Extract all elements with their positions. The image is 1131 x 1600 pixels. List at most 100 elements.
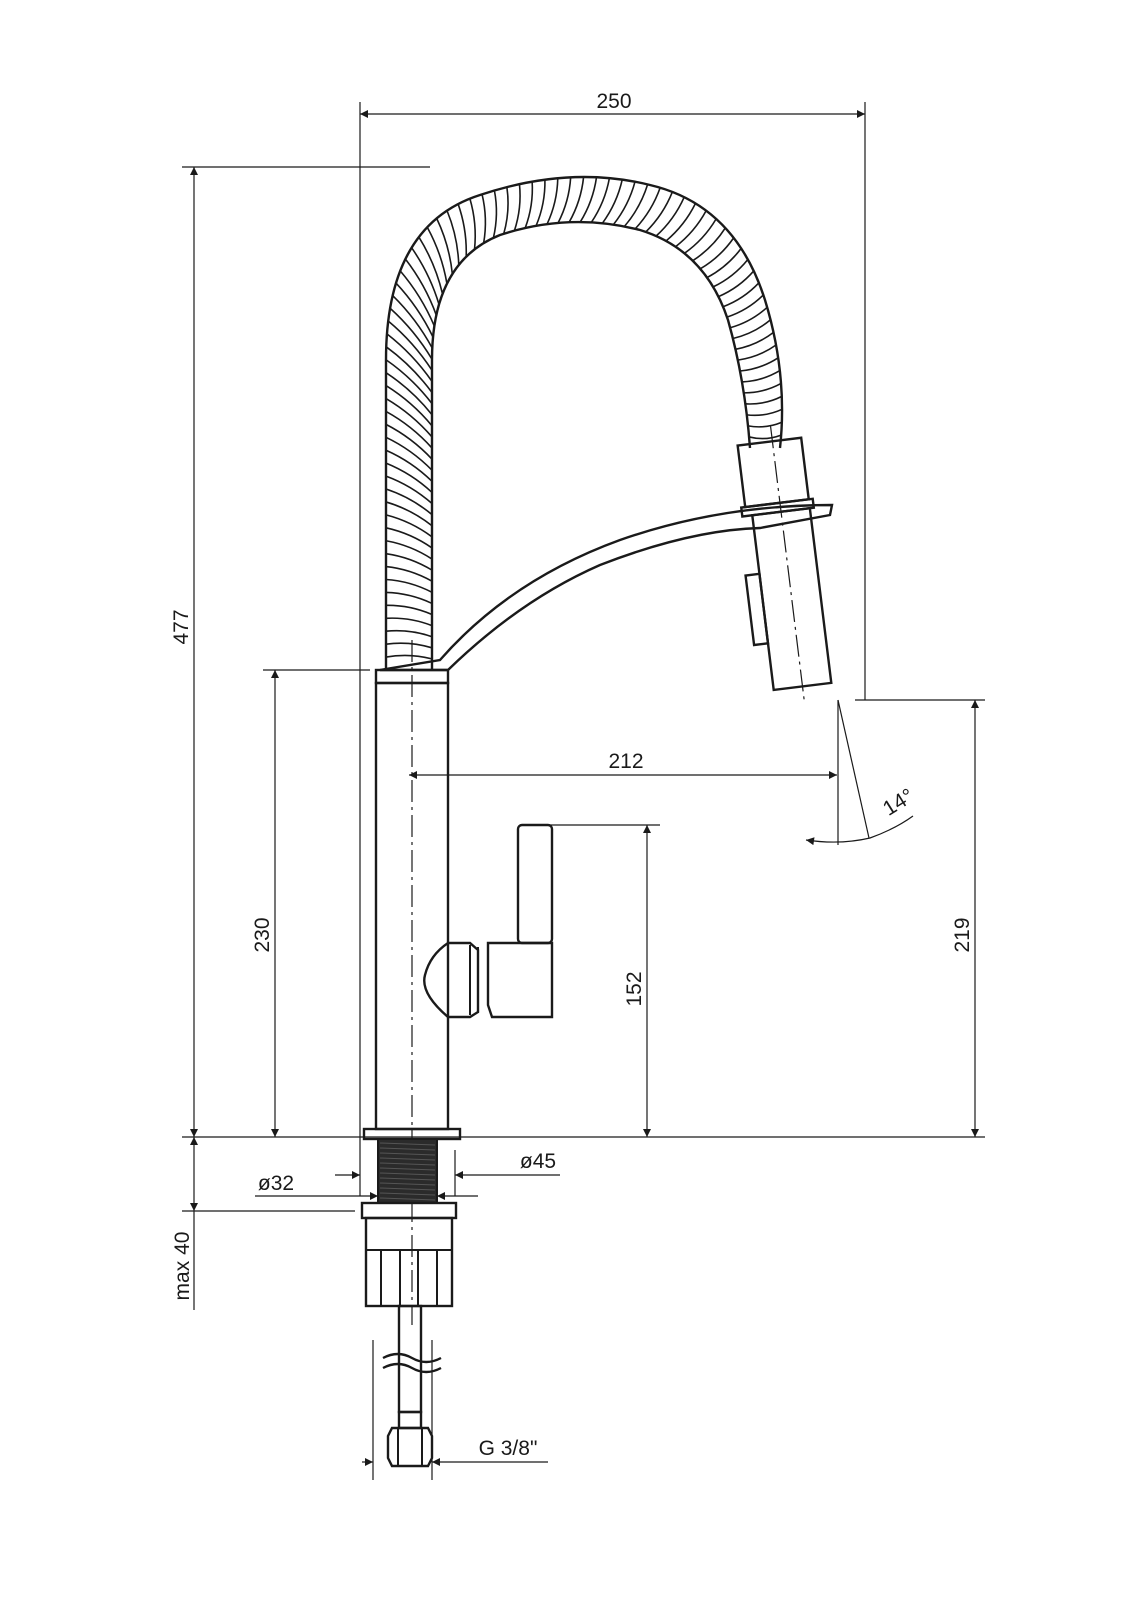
hose-coil-rib xyxy=(399,270,436,327)
hose-coil-rib xyxy=(612,181,636,226)
hose-coil-rib xyxy=(389,307,433,360)
hose-coil-rib xyxy=(665,203,697,242)
hose-coil-rib xyxy=(385,359,433,405)
hose-coil-rib xyxy=(722,282,760,308)
hose-coil-rib xyxy=(535,179,546,227)
hose-coil-rib xyxy=(385,475,433,505)
hose-coil-rib xyxy=(385,384,433,427)
hose-coil-rib xyxy=(385,346,433,394)
hose-coil-rib xyxy=(634,187,661,230)
hose-coil-rib xyxy=(385,629,433,638)
hose-coil-rib xyxy=(395,282,434,338)
label-212: 212 xyxy=(608,750,643,773)
hose-coil-rib xyxy=(568,176,585,223)
hose-outline-inner xyxy=(430,220,752,670)
supply-hose xyxy=(397,1304,423,1414)
hose-coil-rib xyxy=(699,237,735,270)
hose-coil-rib xyxy=(645,191,674,233)
label-max40: max 40 xyxy=(171,1232,194,1301)
hose-coil-rib xyxy=(385,565,433,582)
hose-coil-rib xyxy=(426,226,448,284)
hose-coil-rib xyxy=(737,344,777,361)
label-14: 14° xyxy=(879,784,918,820)
hose-coil-rib xyxy=(410,247,440,305)
spray-head-centerline xyxy=(769,426,805,700)
hose-coil-rib xyxy=(683,218,717,254)
hose-coil-rib xyxy=(743,382,782,394)
hose-coil-rib xyxy=(469,198,477,250)
label-477: 477 xyxy=(170,609,193,644)
spray-head-button xyxy=(744,572,770,647)
hose-coil-rib xyxy=(385,514,433,538)
handle-cone xyxy=(423,941,480,1019)
hose-coil-rib xyxy=(692,227,726,262)
hose-coil-rib xyxy=(385,539,433,560)
hose-coil-rib xyxy=(726,294,764,318)
shank-thread-line xyxy=(379,1157,436,1161)
hose-coil-rib xyxy=(385,552,433,571)
hose-coil-rib xyxy=(385,604,433,616)
extension-lines xyxy=(182,102,985,1480)
hose-coil-rib xyxy=(418,236,444,295)
hose-coil-rib xyxy=(745,395,783,405)
shank-thread-line xyxy=(379,1177,436,1181)
hose-coil-rib xyxy=(385,578,433,594)
hose-coil-rib xyxy=(385,617,433,627)
hose-coil-rib xyxy=(748,434,782,440)
shank-thread-line xyxy=(379,1147,436,1151)
hose-coil-rib xyxy=(385,642,433,649)
hose-coil-rib xyxy=(385,449,433,482)
hose-coil-rib xyxy=(712,258,749,288)
hose-coil-rib xyxy=(385,423,433,460)
hose-coil-rib xyxy=(590,177,611,223)
hose-coil-rib xyxy=(718,270,755,298)
supply-fitting-nut xyxy=(386,1426,434,1468)
shank-thread-line xyxy=(379,1142,436,1146)
label-o45: ø45 xyxy=(520,1150,556,1173)
spout-bracket xyxy=(379,503,834,672)
hose-coil-rib xyxy=(706,247,742,279)
hose-coil-rib xyxy=(655,196,685,237)
label-o32: ø32 xyxy=(258,1172,294,1195)
hose-coil-rib xyxy=(735,331,774,351)
hose-coil-rib xyxy=(385,372,433,416)
hose-coil-rib xyxy=(746,408,783,417)
shank-thread-line xyxy=(379,1162,436,1166)
hose-coil-rib xyxy=(385,591,433,605)
hose-coil-rib xyxy=(524,181,534,229)
hose-coil-rib xyxy=(732,319,772,340)
shank-thread-line xyxy=(379,1197,436,1201)
hose-coil-rib xyxy=(457,203,468,257)
hose-coil-rib xyxy=(747,421,783,428)
hose-coil-rib xyxy=(386,333,433,382)
label-230: 230 xyxy=(251,917,274,952)
hose-coil-rib xyxy=(385,488,433,516)
hose-coil-rib xyxy=(385,501,433,527)
dim-arc-14 xyxy=(805,815,914,846)
shank-thread-line xyxy=(379,1182,436,1186)
hose-coil-rib xyxy=(546,178,559,225)
hose-coil-rib xyxy=(385,410,433,449)
mount-washer xyxy=(360,1201,458,1220)
lever-handle xyxy=(423,823,554,1019)
hose-coil-rib xyxy=(385,527,433,549)
handle-lever xyxy=(516,823,554,945)
hose-coil-rib xyxy=(741,369,781,383)
shank-threads xyxy=(379,1142,436,1201)
dimension-lines xyxy=(190,110,979,1466)
handle-body xyxy=(486,941,554,1019)
label-152: 152 xyxy=(623,971,646,1006)
hose-coil-rib xyxy=(623,184,649,228)
bracket-arm xyxy=(379,503,834,672)
hose-coil-rib xyxy=(502,186,509,235)
hose-coil-rib xyxy=(385,397,433,438)
hose-coil-rib xyxy=(579,177,598,223)
hose-break-mark xyxy=(382,1352,442,1364)
hose-coil-rib xyxy=(387,320,433,371)
hose-coil-rib xyxy=(601,179,624,224)
label-250: 250 xyxy=(596,90,631,113)
supply-fitting-sleeve xyxy=(397,1410,423,1430)
hose-coil-rib xyxy=(446,210,460,266)
label-g38: G 3/8" xyxy=(479,1437,538,1460)
hose-coil-rib xyxy=(675,210,707,248)
